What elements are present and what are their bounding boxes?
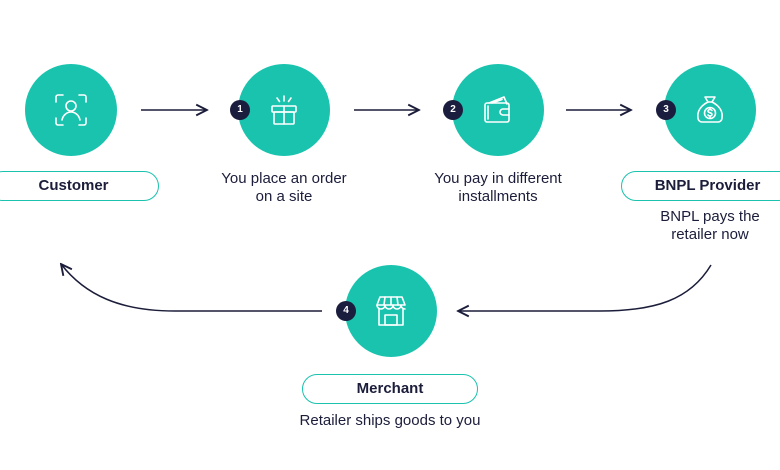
- arrow-merchant-to-customer: [61, 264, 322, 312]
- provider-caption-line2: retailer now: [671, 226, 749, 243]
- order-circle: [238, 64, 330, 156]
- money-bag-icon: [697, 96, 723, 123]
- installments-caption-line2: installments: [458, 188, 538, 205]
- step-badge-3: 3: [656, 100, 676, 120]
- provider-caption-line1: BNPL pays the: [660, 208, 760, 225]
- gift-box-icon: [271, 95, 297, 125]
- step-badge-2: 2: [443, 100, 463, 120]
- storefront-icon: [376, 296, 406, 326]
- order-caption-line1: You place an order: [221, 170, 347, 187]
- wallet-card-icon: [484, 96, 510, 123]
- user-scan-icon: [55, 94, 87, 126]
- arrow-provider-to-merchant: [458, 264, 712, 311]
- provider-label: BNPL Provider: [621, 171, 780, 201]
- merchant-label: Merchant: [302, 374, 478, 404]
- provider-circle: [664, 64, 756, 156]
- merchant-caption: Retailer ships goods to you: [299, 412, 481, 429]
- installments-caption-line1: You pay in different: [434, 170, 562, 187]
- customer-circle: [25, 64, 117, 156]
- step-badge-1: 1: [230, 100, 250, 120]
- installments-circle: [452, 64, 544, 156]
- step-badge-4: 4: [336, 301, 356, 321]
- merchant-circle: [345, 265, 437, 357]
- customer-label: Customer: [0, 171, 159, 201]
- order-caption-line2: on a site: [255, 188, 313, 205]
